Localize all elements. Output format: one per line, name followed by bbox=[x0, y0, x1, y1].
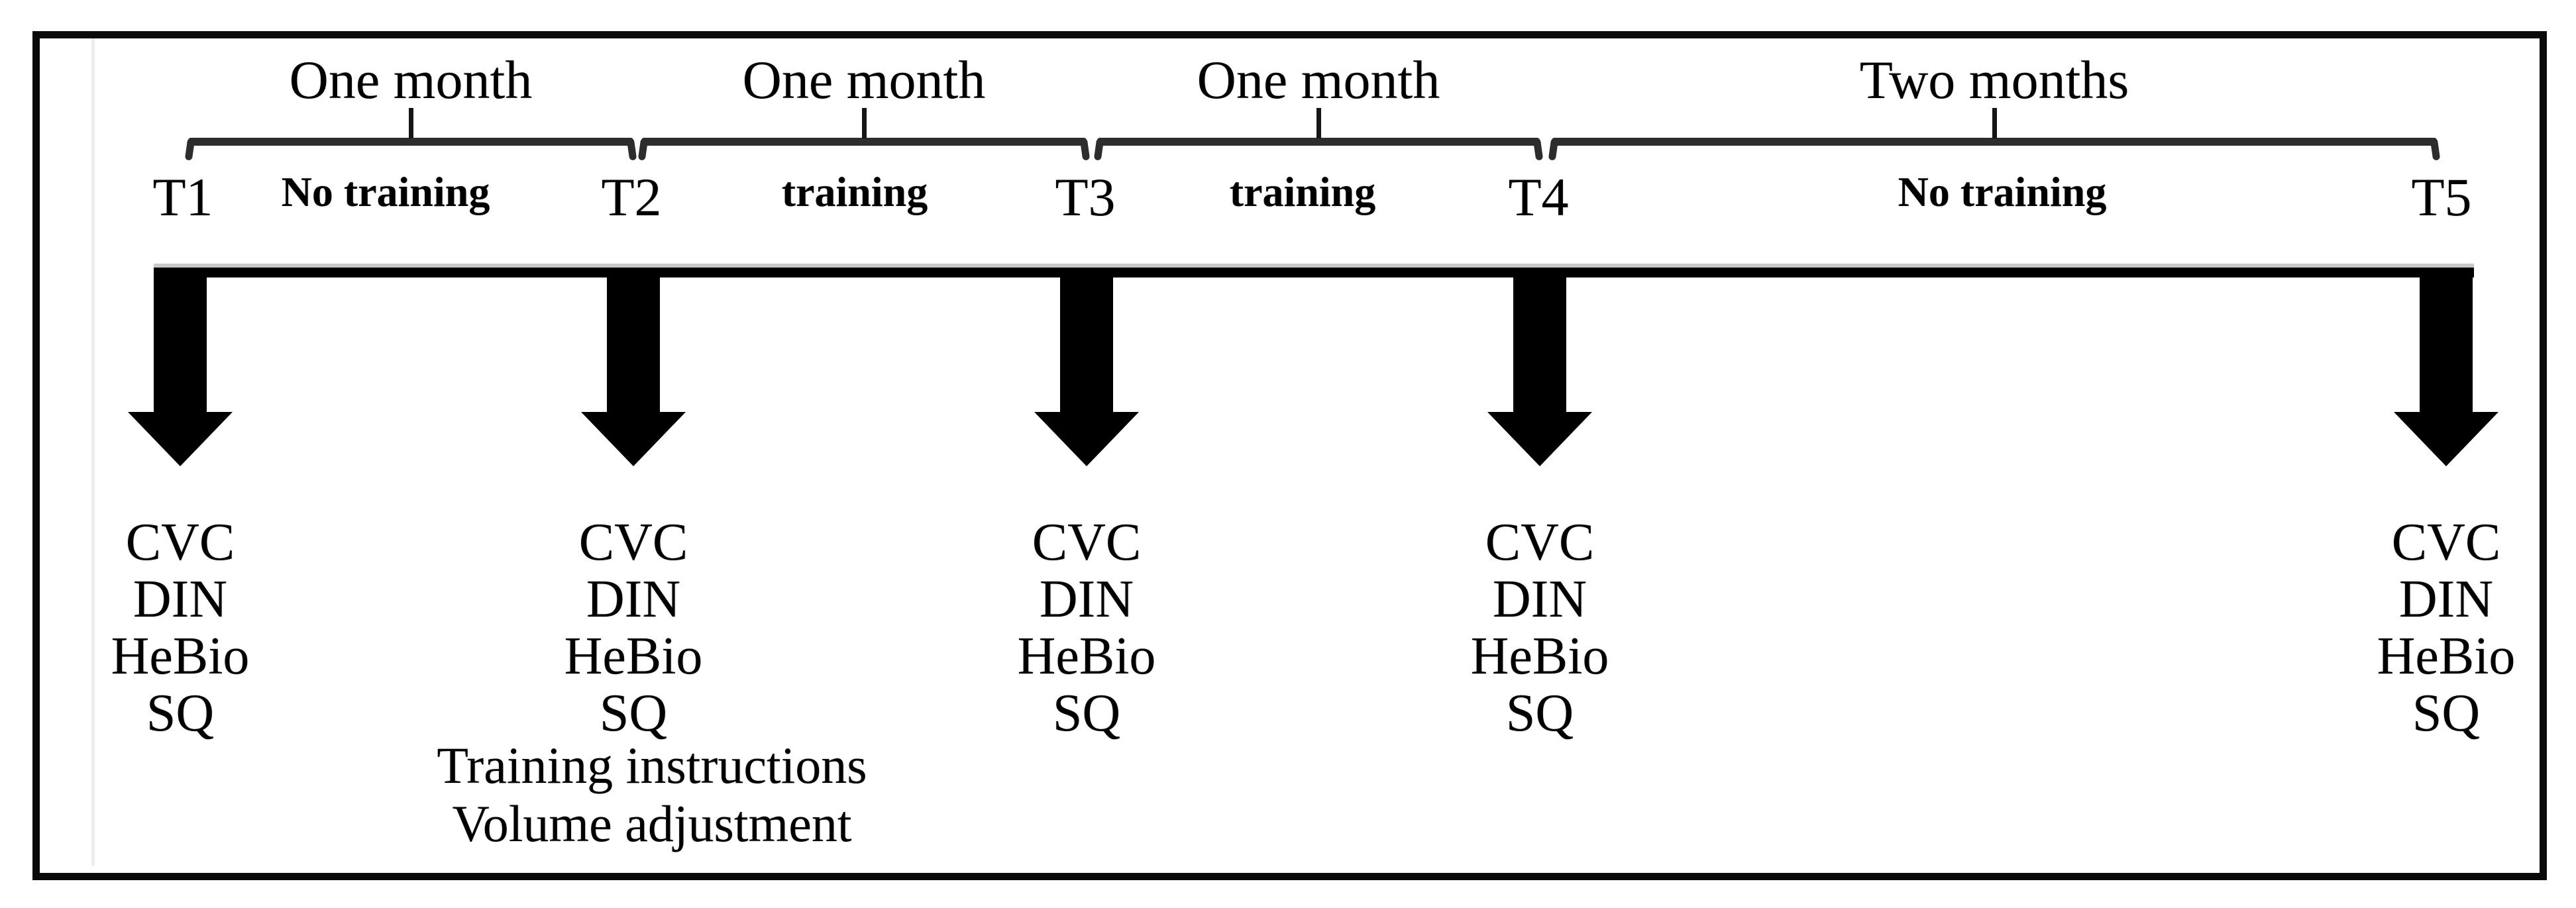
measure-item: DIN bbox=[586, 570, 681, 629]
down-arrow-icon bbox=[1513, 268, 1566, 412]
timepoint-label: T1 bbox=[152, 167, 213, 227]
timepoint-label: T2 bbox=[601, 167, 662, 227]
duration-label: Two months bbox=[1859, 50, 2129, 110]
condition-label: training bbox=[781, 168, 928, 215]
measure-item: DIN bbox=[2398, 570, 2494, 629]
measure-item: DIN bbox=[1492, 570, 1587, 629]
interval-bracket bbox=[641, 138, 1087, 146]
bracket-center-tick bbox=[409, 108, 413, 138]
measure-item: SQ bbox=[599, 684, 668, 742]
timepoint-label: T4 bbox=[1508, 167, 1569, 227]
measure-item: HeBio bbox=[1017, 627, 1156, 685]
note-line: Training instructions bbox=[437, 736, 867, 794]
measure-item: HeBio bbox=[2377, 627, 2516, 685]
measure-item: HeBio bbox=[564, 627, 703, 685]
figure-frame bbox=[32, 31, 2547, 880]
condition-label: No training bbox=[1898, 168, 2107, 215]
scan-artifact-line bbox=[91, 38, 95, 866]
measure-item: SQ bbox=[1505, 684, 1574, 742]
interval-bracket bbox=[1552, 138, 2437, 146]
bracket-center-tick bbox=[862, 108, 867, 138]
bracket-center-tick bbox=[1992, 108, 1997, 138]
condition-label: No training bbox=[281, 168, 490, 215]
condition-label: training bbox=[1229, 168, 1376, 215]
down-arrow-icon bbox=[1487, 412, 1592, 466]
down-arrow-icon bbox=[581, 412, 686, 466]
duration-label: One month bbox=[289, 50, 533, 110]
down-arrow-icon bbox=[154, 268, 207, 412]
down-arrow-icon bbox=[1060, 268, 1113, 412]
measure-item: SQ bbox=[146, 684, 215, 742]
measure-item: CVC bbox=[578, 513, 688, 572]
interval-bracket bbox=[188, 138, 633, 146]
down-arrow-icon bbox=[1034, 412, 1139, 466]
duration-label: One month bbox=[1197, 50, 1440, 110]
down-arrow-icon bbox=[607, 268, 660, 412]
measure-item: SQ bbox=[2412, 684, 2481, 742]
measure-item: CVC bbox=[1485, 513, 1595, 572]
duration-label: One month bbox=[742, 50, 986, 110]
timeline-bar bbox=[154, 268, 2474, 277]
bracket-center-tick bbox=[1316, 108, 1321, 138]
interval-bracket bbox=[1097, 138, 1540, 146]
measure-item: HeBio bbox=[1470, 627, 1609, 685]
measure-item: SQ bbox=[1052, 684, 1121, 742]
timepoint-label: T5 bbox=[2411, 167, 2472, 227]
timeline-bar-top-edge bbox=[154, 264, 2474, 268]
measure-item: DIN bbox=[133, 570, 228, 629]
measure-item: CVC bbox=[1032, 513, 1142, 572]
measure-item: CVC bbox=[2391, 513, 2501, 572]
timepoint-label: T3 bbox=[1055, 167, 1116, 227]
down-arrow-icon bbox=[2420, 268, 2473, 412]
down-arrow-icon bbox=[2394, 412, 2498, 466]
down-arrow-icon bbox=[128, 412, 233, 466]
measure-item: CVC bbox=[125, 513, 235, 572]
note-line: Volume adjustment bbox=[452, 795, 852, 852]
measure-item: HeBio bbox=[111, 627, 250, 685]
measure-item: DIN bbox=[1039, 570, 1134, 629]
